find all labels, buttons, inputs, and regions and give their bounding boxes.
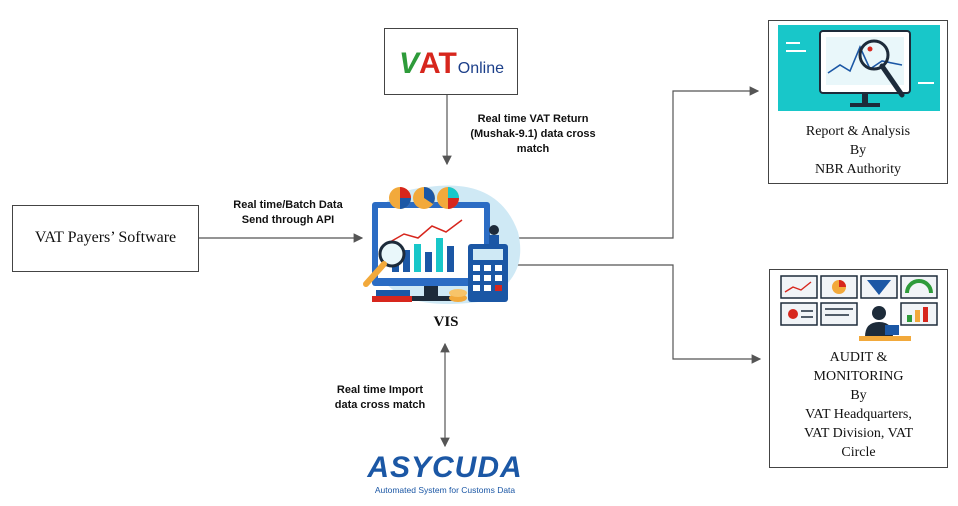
vat-payers-label: VAT Payers’ Software [34,229,177,246]
vat-online-logo: VATOnline [399,47,505,80]
magnifier-lens [858,39,890,71]
report-text: Report & Analysis By NBR Authority [805,124,911,177]
vis-illustration [363,185,521,304]
edge-label-import: Real time Import data cross match [334,384,426,411]
dash-panel-4 [900,275,938,299]
arrow-report-vis [506,86,760,243]
report-illustration [778,25,940,111]
vis-bar-5 [436,238,443,272]
asycuda-logo: ASYCUDA Automated System for Customs Dat… [345,452,545,496]
vis-magnifier [378,240,406,268]
vat-payers-box: VAT Payers’ Software [12,205,199,272]
vis-bar-6 [447,246,454,272]
vis-label: VIS [433,314,459,330]
vis-bar-4 [425,252,432,272]
laptop [885,325,899,335]
trend-line [827,44,903,74]
asycuda-tagline: Automated System for Customs Data [374,485,516,495]
vis-bar-3 [414,244,421,272]
audit-text: AUDIT & MONITORING By VAT Headquarters, … [803,350,914,460]
vis-bar-2 [403,250,410,272]
dash-panel-1 [780,275,818,299]
asycuda-brand: ASYCUDA [367,451,523,484]
edge-label-api: Real time/Batch Data Send through API [233,199,343,226]
person-head [872,306,886,320]
vis-person [489,225,499,235]
vis-books [372,296,412,302]
vis-line [389,219,463,243]
dash-panel-6 [820,302,858,326]
edge-label-vat-return: Real time VAT Return (Mushak-9.1) data c… [470,113,596,155]
report-box: Report & Analysis By NBR Authority [768,20,948,184]
dash-panel-5 [780,302,818,326]
vat-online-box: VATOnline [384,28,518,95]
audit-illustration [779,275,939,345]
audit-box: AUDIT & MONITORING By VAT Headquarters, … [769,269,948,468]
arrow-vis-to-audit [505,264,762,364]
